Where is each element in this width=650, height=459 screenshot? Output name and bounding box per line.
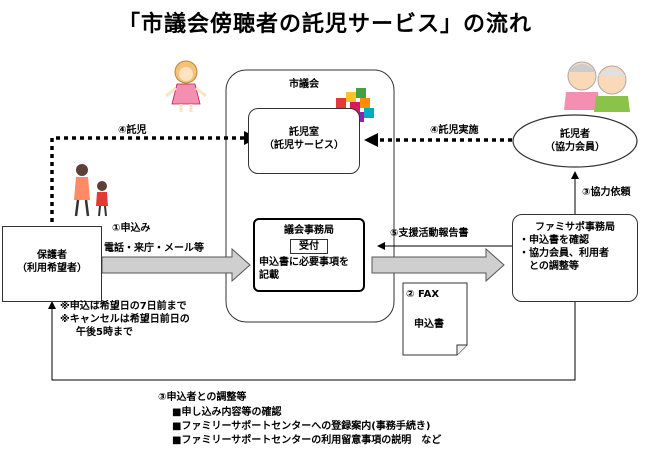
child-illustration (165, 60, 207, 112)
guardian-title: 保護者 (37, 250, 67, 261)
caregiver-subtitle: （協力会員） (545, 142, 605, 153)
step-application-label: ①申込み (112, 223, 151, 234)
council-office-box: 議会事務局 受付 申込書に必要事項を 記載 (253, 218, 365, 292)
council-container (225, 69, 395, 323)
step-request-label: ③協力依頼 (582, 187, 631, 198)
coordination-item: ■申し込み内容等の確認 (172, 407, 282, 418)
office-line1: 申込書に必要事項を (259, 257, 349, 268)
nursery-room-box: 託児室 （託児サービス） (248, 108, 360, 174)
coordination-title: ③申込者との調整等 (158, 392, 247, 403)
famisapo-item-3: との調整等 (529, 261, 579, 272)
elderly-couple-illustration (564, 61, 630, 112)
nursery-subtitle: （託児サービス） (264, 140, 344, 151)
note-deadline: ※申込は希望日の7日前まで (60, 301, 187, 312)
reception-label: 受付 (290, 239, 328, 254)
coordination-line (48, 301, 576, 381)
step-application-methods: 電話・来庁・メール等 (104, 243, 204, 254)
guardian-box: 保護者 （利用希望者） (2, 226, 102, 302)
note-cancel-time: 午後5時まで (76, 327, 133, 338)
famisapo-office-box: ファミサポ事務局 ・申込書を確認 ・協力会員、利用者 との調整等 (512, 214, 638, 302)
fax-document-label: 申込書 (414, 319, 444, 330)
note-cancel: ※キャンセルは希望日前日の (60, 314, 190, 325)
nursery-title: 託児室 (289, 127, 319, 138)
famisapo-title: ファミサポ事務局 (535, 222, 615, 233)
step-fax-label: ② FAX (406, 289, 440, 300)
page-title: 「市議会傍聴者の託児サービス」の流れ (117, 12, 532, 37)
nursery-dotted-arrow (50, 136, 244, 222)
step-report-label: ⑤支援活動報告書 (390, 228, 469, 239)
famisapo-item-1: ・申込書を確認 (519, 235, 589, 246)
guardian-subtitle: （利用希望者） (17, 263, 87, 274)
step-nursery-label: ④託児 (118, 125, 147, 136)
fax-arrow (371, 247, 505, 283)
parent-child-illustration (74, 164, 108, 217)
coordination-item: ■ファミリーサポートセンターの利用留意事項の説明 など (172, 435, 442, 446)
office-title: 議会事務局 (284, 225, 334, 236)
coordination-item: ■ファミリーサポートセンターへの登録案内(事務手続き) (172, 421, 431, 432)
famisapo-item-2: ・協力会員、利用者 (519, 248, 609, 259)
step-implementation-label: ④託児実施 (430, 125, 479, 136)
caregiver-ellipse (512, 114, 638, 168)
caregiver-title: 託児者 (560, 129, 590, 140)
office-line2: 記載 (259, 270, 279, 281)
council-label: 市議会 (289, 79, 319, 90)
application-arrow (101, 247, 251, 283)
